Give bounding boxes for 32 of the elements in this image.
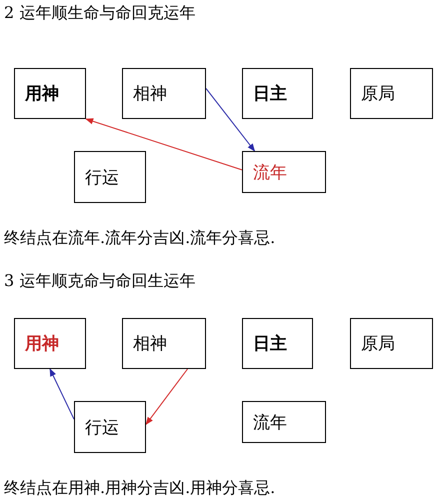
- box-label: 原局: [361, 83, 395, 105]
- text-box: [242, 318, 313, 369]
- box-label: 日主: [253, 83, 287, 105]
- text-box: [14, 68, 86, 119]
- arrow: [50, 368, 74, 420]
- text-box: [350, 318, 433, 369]
- text-box: [74, 151, 146, 203]
- box-label: 相神: [133, 333, 167, 355]
- note-text: 终结点在用神.用神分吉凶.用神分喜忌.: [4, 478, 276, 499]
- arrow: [85, 118, 242, 170]
- box-label: 日主: [253, 333, 287, 355]
- text-box: [242, 401, 326, 443]
- text-box: [14, 318, 86, 369]
- box-label: 用神: [25, 83, 59, 105]
- text-box: [242, 151, 326, 193]
- text-box: [122, 68, 206, 119]
- note-text: 终结点在流年.流年分吉凶.流年分喜忌.: [4, 228, 276, 249]
- box-label: 原局: [361, 333, 395, 355]
- arrow: [146, 368, 188, 426]
- text-box: [350, 68, 433, 119]
- box-label: 流年: [253, 162, 287, 184]
- box-label: 流年: [253, 412, 287, 434]
- section-heading: 2 运年顺生命与命回克运年: [4, 3, 196, 24]
- text-box: [74, 401, 146, 453]
- box-label: 相神: [133, 83, 167, 105]
- arrow: [206, 88, 256, 152]
- box-label: 行运: [85, 166, 119, 188]
- text-box: [122, 318, 206, 369]
- text-box: [242, 68, 313, 119]
- section-heading: 3 运年顺克命与命回生运年: [4, 271, 196, 292]
- box-label: 用神: [25, 333, 59, 355]
- box-label: 行运: [85, 416, 119, 438]
